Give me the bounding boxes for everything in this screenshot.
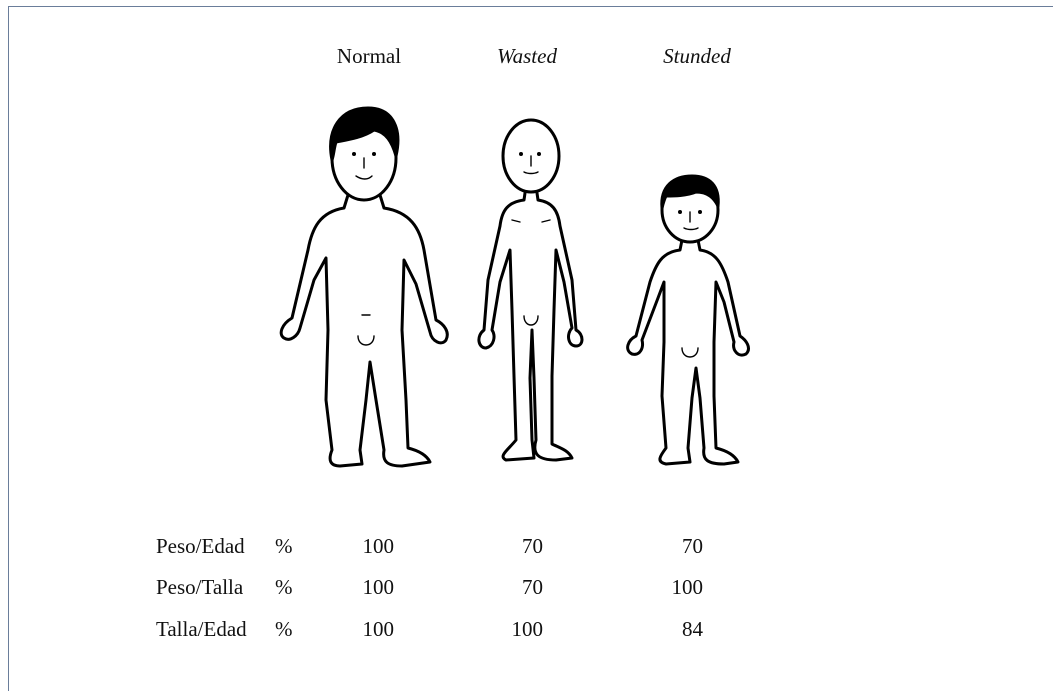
column-label-stunded: Stunded bbox=[637, 44, 757, 69]
measurement-row-peso-talla: Peso/Talla % 100 70 100 bbox=[0, 575, 1053, 605]
value-stunded: 84 bbox=[623, 617, 703, 642]
stunded-child-illustration bbox=[620, 172, 760, 472]
row-label: Peso/Edad bbox=[156, 534, 245, 559]
row-unit: % bbox=[275, 534, 293, 559]
normal-child-illustration bbox=[270, 100, 460, 480]
value-wasted: 70 bbox=[463, 575, 543, 600]
column-label-normal: Normal bbox=[309, 44, 429, 69]
measurement-row-peso-edad: Peso/Edad % 100 70 70 bbox=[0, 534, 1053, 564]
row-label: Talla/Edad bbox=[156, 617, 247, 642]
value-normal: 100 bbox=[314, 617, 394, 642]
value-stunded: 70 bbox=[623, 534, 703, 559]
row-unit: % bbox=[275, 617, 293, 642]
column-label-wasted: Wasted bbox=[467, 44, 587, 69]
value-stunded: 100 bbox=[623, 575, 703, 600]
value-wasted: 70 bbox=[463, 534, 543, 559]
row-label: Peso/Talla bbox=[156, 575, 243, 600]
value-normal: 100 bbox=[314, 575, 394, 600]
measurement-row-talla-edad: Talla/Edad % 100 100 84 bbox=[0, 617, 1053, 647]
value-normal: 100 bbox=[314, 534, 394, 559]
row-unit: % bbox=[275, 575, 293, 600]
wasted-child-illustration bbox=[472, 110, 592, 470]
value-wasted: 100 bbox=[463, 617, 543, 642]
